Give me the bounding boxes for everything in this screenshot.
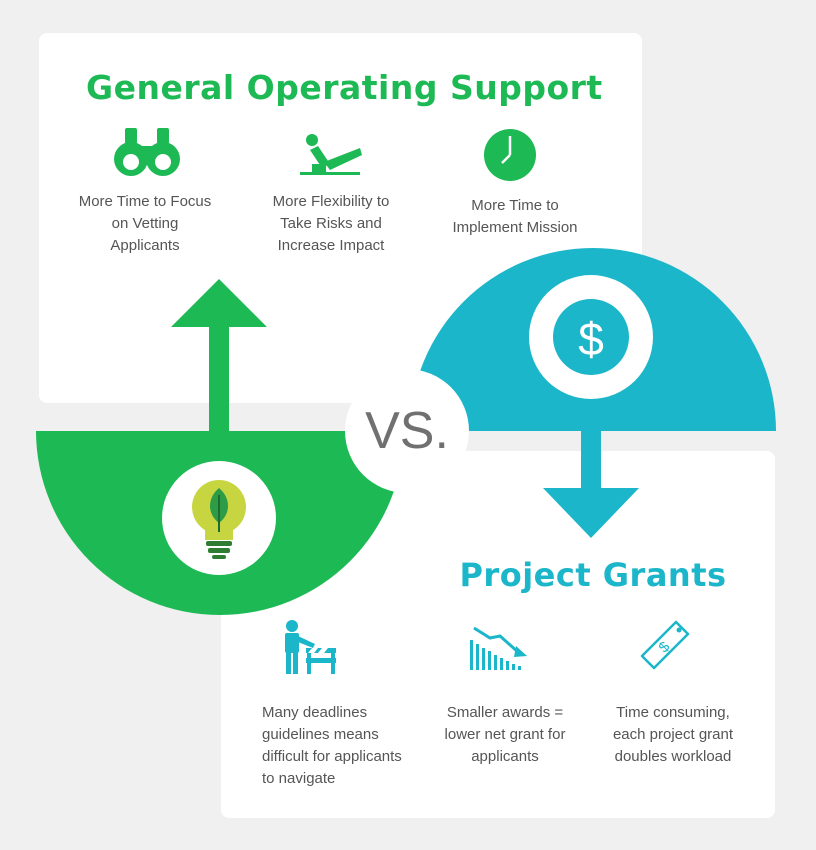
declining-chart-icon: [470, 626, 527, 670]
benefit-time-mission: More Time to Implement Mission: [452, 197, 578, 236]
drawback-smaller-awards: Smaller awards = lower net grant for app…: [444, 704, 566, 765]
drawback-time-consuming: Time consuming, each project grant doubl…: [612, 704, 734, 765]
pg-arrow-down: [543, 425, 639, 538]
binoculars-icon: [114, 128, 180, 176]
gos-arrow-up: [171, 279, 267, 435]
benefit-flexibility: More Flexibility to Take Risks and Incre…: [272, 193, 390, 254]
pg-title: Project Grants: [459, 556, 727, 594]
lightbulb-leaf-icon: [192, 480, 246, 559]
clock-icon: [484, 129, 536, 181]
vs-circle: [345, 369, 469, 493]
dollar-icon: $: [553, 299, 629, 375]
price-tag-icon: $: [640, 620, 690, 670]
drawback-deadlines: Many deadlines guidelines means difficul…: [262, 704, 402, 787]
seated-figure-icon: [300, 134, 362, 175]
vs-label: VS.: [365, 402, 449, 460]
benefit-time-focus: More Time to Focus on Vetting Applicants: [78, 193, 212, 254]
svg-text:$: $: [578, 313, 604, 365]
gos-title: General Operating Support: [86, 68, 603, 107]
person-barrier-icon: [285, 620, 336, 674]
svg-text:$: $: [655, 638, 673, 656]
